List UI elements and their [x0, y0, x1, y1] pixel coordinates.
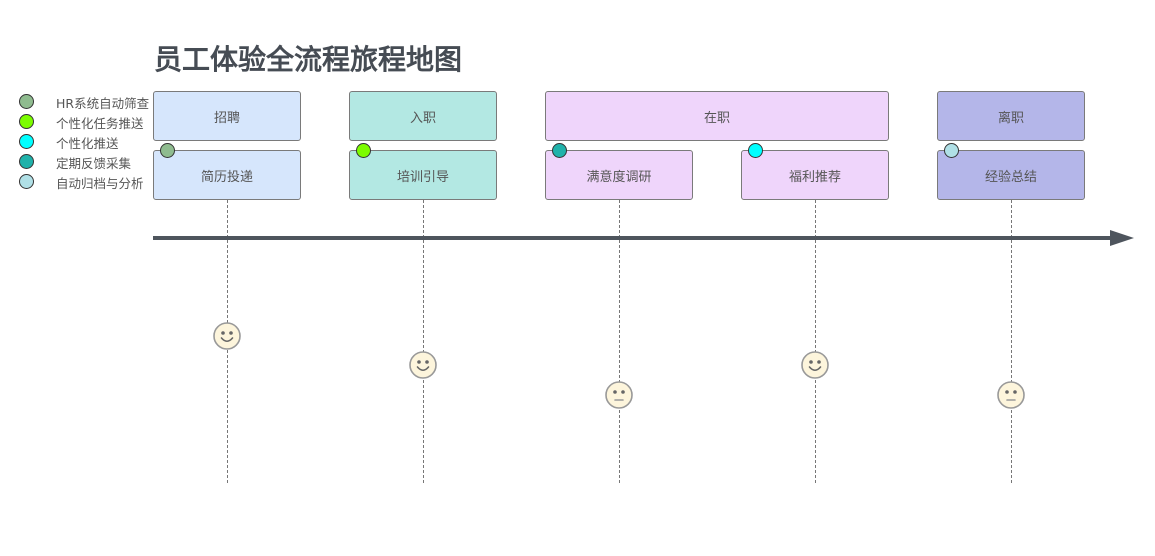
tech-marker-icon	[944, 143, 959, 158]
touchpoint-benefit-recommendation[interactable]: 福利推荐	[741, 150, 889, 200]
sentiment-face-icon	[409, 351, 437, 379]
legend-dot	[19, 114, 34, 129]
legend-item: 个性化推送	[18, 133, 158, 153]
stage-label: 离职	[997, 110, 1024, 126]
stage-onboarding[interactable]: 入职	[349, 91, 497, 141]
face-smile	[416, 366, 430, 372]
timeline-guide	[619, 200, 620, 483]
face-eye	[817, 360, 821, 364]
stage-recruitment[interactable]: 招聘	[153, 91, 301, 141]
face-eye	[621, 390, 625, 394]
stage-employment[interactable]: 在职	[545, 91, 889, 141]
legend-item: 个性化任务推送	[18, 113, 158, 133]
sentiment-face-icon	[997, 381, 1025, 409]
face-smile	[220, 337, 234, 343]
face-outline	[213, 322, 241, 350]
touchpoint-resume-submission[interactable]: 简历投递	[153, 150, 301, 200]
legend-item: HR系统自动筛查	[18, 93, 158, 113]
touchpoint-experience-summary[interactable]: 经验总结	[937, 150, 1085, 200]
legend-dot	[19, 134, 34, 149]
face-outline	[997, 381, 1025, 409]
face-outline	[605, 381, 633, 409]
legend-dot	[19, 174, 34, 189]
touchpoint-training-guidance[interactable]: 培训引导	[349, 150, 497, 200]
legend-item: 自动归档与分析	[18, 173, 158, 193]
timeline-guide	[423, 200, 424, 483]
face-eye	[1013, 390, 1017, 394]
legend-label: 定期反馈采集	[56, 156, 132, 171]
face-eye	[221, 331, 225, 335]
legend-item: 定期反馈采集	[18, 153, 158, 173]
legend-label: HR系统自动筛查	[56, 96, 150, 111]
sentiment-face-icon	[801, 351, 829, 379]
legend-dot	[19, 94, 34, 109]
face-eye	[229, 331, 233, 335]
stage-label: 招聘	[213, 110, 240, 126]
tech-marker-icon	[356, 143, 371, 158]
face-eye	[425, 360, 429, 364]
face-eye	[809, 360, 813, 364]
sentiment-face-icon	[213, 322, 241, 350]
tech-marker-icon	[160, 143, 175, 158]
legend-label: 个性化任务推送	[56, 116, 144, 131]
stage-offboarding[interactable]: 离职	[937, 91, 1085, 141]
legend: HR系统自动筛查 个性化任务推送 个性化推送 定期反馈采集 自动归档与分析	[18, 93, 158, 193]
touchpoint-label: 经验总结	[984, 169, 1037, 185]
touchpoint-satisfaction-survey[interactable]: 满意度调研	[545, 150, 693, 200]
touchpoint-label: 福利推荐	[788, 169, 841, 185]
face-outline	[409, 351, 437, 379]
diagram-title: 员工体验全流程旅程地图	[154, 43, 463, 76]
face-smile	[808, 366, 822, 372]
sentiment-face-icon	[605, 381, 633, 409]
touchpoint-label: 满意度调研	[586, 169, 652, 185]
face-eye	[613, 390, 617, 394]
tech-marker-icon	[748, 143, 763, 158]
touchpoint-label: 简历投递	[200, 169, 253, 185]
timeline-axis	[153, 236, 1113, 240]
stage-label: 入职	[409, 110, 436, 126]
timeline-arrow-icon	[1110, 230, 1134, 246]
legend-label: 个性化推送	[56, 136, 119, 151]
legend-label: 自动归档与分析	[56, 176, 144, 191]
stage-label: 在职	[703, 110, 730, 126]
timeline-guide	[1011, 200, 1012, 483]
tech-marker-icon	[552, 143, 567, 158]
legend-dot	[19, 154, 34, 169]
face-eye	[417, 360, 421, 364]
timeline-guide	[815, 200, 816, 483]
face-eye	[1005, 390, 1009, 394]
touchpoint-label: 培训引导	[396, 169, 449, 185]
face-outline	[801, 351, 829, 379]
